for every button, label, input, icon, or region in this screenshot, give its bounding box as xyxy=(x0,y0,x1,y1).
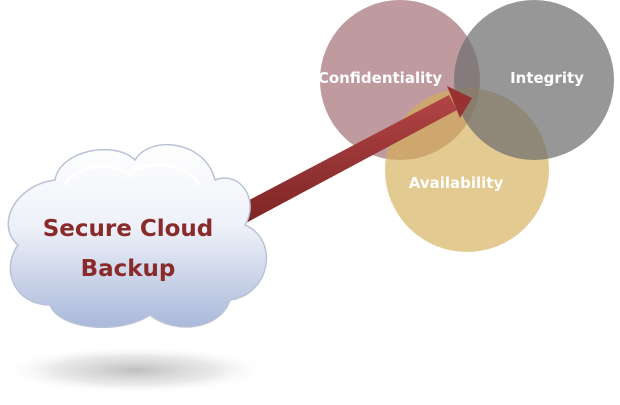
integrity-label: Integrity xyxy=(510,69,584,87)
arrow-head xyxy=(447,86,472,118)
arrow-shaft xyxy=(236,95,457,224)
cloud-shadow xyxy=(0,346,270,394)
cloud-highlight xyxy=(63,163,202,186)
availability-label: Availability xyxy=(409,174,504,192)
cloud-label-line1: Secure Cloud xyxy=(43,216,214,242)
cloud-shape xyxy=(7,143,268,329)
arrow xyxy=(236,86,472,224)
confidentiality-label: Confidentiality xyxy=(318,69,443,87)
integrity-circle xyxy=(454,0,614,160)
cloud-label-line2: Backup xyxy=(81,256,176,282)
